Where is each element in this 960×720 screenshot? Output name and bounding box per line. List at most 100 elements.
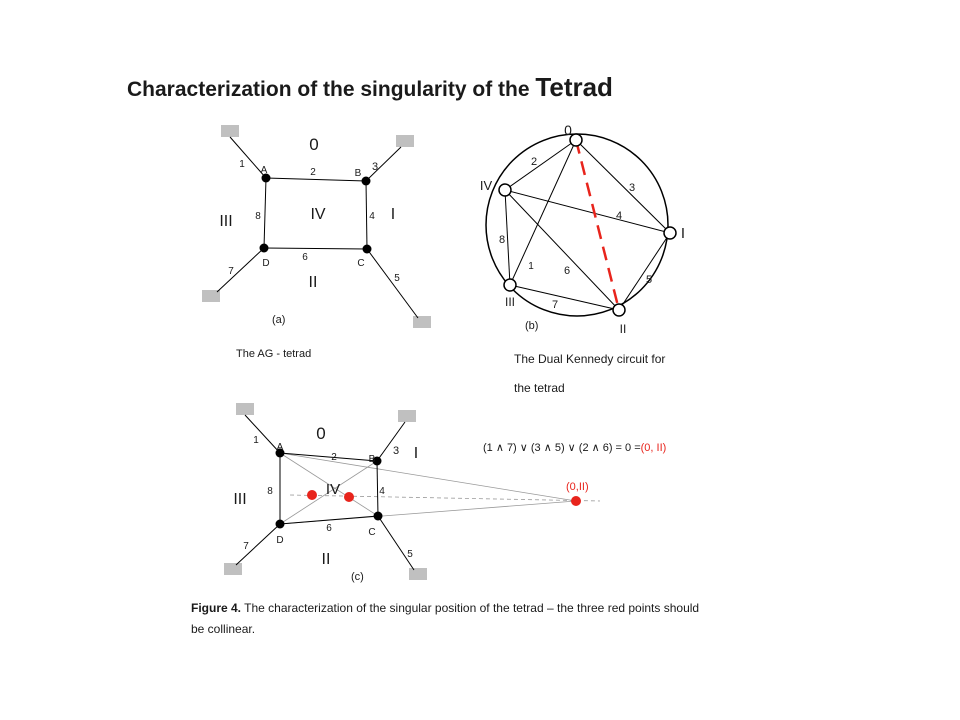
chord-6 (504, 189, 620, 311)
joint-d (275, 519, 285, 529)
node-iii (503, 278, 517, 292)
link-label-2: 2 (310, 167, 316, 178)
link-6 (279, 515, 379, 525)
face-label-iii: III (219, 213, 232, 230)
face-label-0: 0 (309, 135, 318, 154)
red-point-center (344, 492, 354, 502)
link-label-3: 3 (393, 445, 399, 457)
dashed-chord-0-ii (574, 139, 621, 311)
face-label-ii: II (309, 274, 318, 291)
node-label-i: I (681, 225, 685, 242)
link-5 (366, 248, 419, 319)
link-3 (376, 421, 406, 462)
vertex-label-b: B (355, 168, 362, 179)
chord-label-5: 5 (646, 274, 652, 286)
chord-label-2: 2 (531, 156, 537, 168)
link-7 (216, 247, 265, 293)
diagonal-bd (279, 460, 378, 525)
singularity-formula: (1 ∧ 7) ∨ (3 ∧ 5) ∨ (2 ∧ 6) = 0 =(0, II) (483, 442, 666, 454)
face-label-iv: IV (326, 481, 340, 498)
face-label-i: I (414, 445, 418, 462)
link-label-3: 3 (372, 161, 378, 173)
link-7 (235, 523, 281, 566)
red-point-far-label: (0,II) (566, 481, 589, 493)
joint-c (373, 511, 383, 521)
vertex-label-d: D (262, 258, 269, 269)
chord-8 (504, 189, 511, 286)
link-2 (265, 177, 367, 182)
ground-block-7 (202, 290, 220, 302)
vertex-label-c: C (368, 527, 375, 538)
ground-block-5 (409, 568, 427, 580)
caption-figure-number: Figure 4. (191, 601, 242, 615)
face-label-i: I (391, 206, 395, 223)
red-point-left (307, 490, 317, 500)
title-main: Characterization of the singularity of t… (127, 78, 530, 101)
link-label-1: 1 (253, 435, 259, 446)
panel-b-description-line1: The Dual Kennedy circuit for (514, 352, 665, 366)
link-label-2: 2 (331, 452, 337, 463)
link-4 (376, 460, 379, 517)
chord-label-3: 3 (629, 182, 635, 194)
ground-block-7 (224, 563, 242, 575)
joint-b (372, 456, 382, 466)
node-label-ii: II (620, 322, 627, 336)
link-4 (365, 180, 368, 250)
chord-4 (504, 189, 671, 234)
link-1 (244, 414, 281, 454)
link-6 (263, 247, 368, 250)
title-emphasis: Tetrad (535, 72, 613, 102)
extension-line-2 (279, 452, 577, 502)
link-label-4: 4 (379, 486, 385, 497)
joint-a (261, 173, 271, 183)
link-label-5: 5 (407, 549, 413, 560)
chord-3 (575, 139, 671, 234)
vertex-label-c: C (357, 258, 364, 269)
ground-block-1 (236, 403, 254, 415)
chord-7 (509, 284, 620, 311)
node-0 (569, 133, 583, 147)
link-1 (229, 136, 267, 179)
link-label-8: 8 (255, 211, 261, 222)
link-label-5: 5 (394, 273, 400, 284)
panel-c: 0 IV I III II A B C D 1 2 3 4 5 6 7 8 (c… (224, 403, 666, 583)
chord-1 (509, 139, 577, 286)
joint-d (259, 243, 269, 253)
vertex-label-a: A (261, 165, 268, 176)
link-8 (263, 177, 267, 249)
panel-a-label: (a) (272, 314, 285, 326)
formula-result: (0, II) (641, 442, 667, 454)
chord-label-1: 1 (528, 261, 534, 272)
link-3 (365, 146, 402, 182)
joint-b (361, 176, 371, 186)
caption-text: The characterization of the singular pos… (191, 601, 700, 634)
link-label-8: 8 (267, 486, 273, 497)
link-label-1: 1 (239, 159, 245, 170)
node-label-0: 0 (564, 122, 572, 138)
node-label-iii: III (505, 295, 515, 309)
diagonal-ac (279, 452, 379, 517)
panel-b: 0 IV I III II 2 3 4 8 1 6 5 7 (b) The Du… (480, 122, 685, 395)
link-label-6: 6 (302, 252, 308, 263)
chord-label-4: 4 (616, 210, 622, 222)
chord-label-8: 8 (499, 234, 505, 246)
ground-block-3 (398, 410, 416, 422)
joint-c (362, 244, 372, 254)
face-label-0: 0 (316, 424, 325, 443)
formula-main: (1 ∧ 7) ∨ (3 ∧ 5) ∨ (2 ∧ 6) = 0 = (483, 442, 641, 454)
face-label-ii: II (322, 551, 331, 568)
node-i (663, 226, 677, 240)
link-2 (279, 452, 378, 462)
panel-a-description: The AG - tetrad (236, 348, 311, 360)
face-label-iv: IV (310, 206, 325, 223)
link-label-6: 6 (326, 523, 332, 534)
vertex-label-d: D (276, 535, 283, 546)
ground-block-1 (221, 125, 239, 137)
node-label-iv: IV (480, 178, 493, 193)
slide-title: Characterization of the singularity of t… (127, 72, 613, 103)
node-iv (498, 183, 512, 197)
panel-b-label: (b) (525, 320, 538, 332)
panel-a: 0 IV I III II A B C D 1 2 3 4 5 6 7 8 (a… (202, 125, 431, 360)
node-ii (612, 303, 626, 317)
